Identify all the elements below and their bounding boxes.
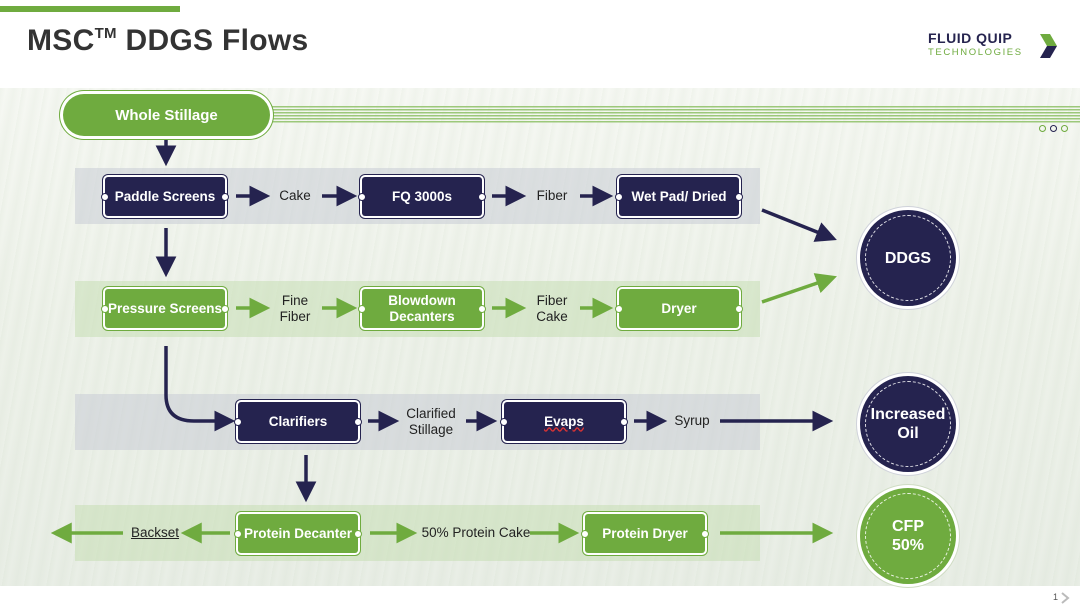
blowdown-decanters-node: Blowdown Decanters	[358, 289, 486, 328]
logo-line1: FLUID QUIP	[928, 30, 1013, 46]
page-number: 1	[1052, 592, 1058, 602]
pressure-screens-node: Pressure Screens	[101, 289, 229, 328]
evaps-node: Evaps	[500, 402, 628, 441]
cake-label: Cake	[279, 188, 311, 203]
logo-chevron-icon	[1040, 34, 1057, 58]
backset-label: Backset	[130, 525, 180, 540]
fine-fiber-label: Fine Fiber	[279, 293, 311, 324]
page-title: MSCTM DDGS Flows	[27, 24, 309, 57]
paddle-screens-node: Paddle Screens	[101, 177, 229, 216]
protein-cake-label: 50% Protein Cake	[421, 525, 531, 540]
top-accent-bar	[0, 6, 180, 12]
ddgs-output: DDGS	[860, 210, 956, 306]
protein-decanter-node: Protein Decanter	[234, 514, 362, 553]
page-chevron-icon	[1061, 592, 1070, 604]
fiber-label: Fiber	[536, 188, 568, 203]
syrup-label: Syrup	[674, 413, 710, 428]
fq3000s-node: FQ 3000s	[358, 177, 486, 216]
logo-line2: TECHNOLOGIES	[928, 47, 1023, 58]
whole-stillage-node: Whole Stillage	[63, 94, 270, 136]
dryer-node: Dryer	[615, 289, 743, 328]
clarifiers-node: Clarifiers	[234, 402, 362, 441]
cfp-output: CFP 50%	[860, 488, 956, 584]
fiber-cake-label: Fiber Cake	[536, 293, 568, 324]
wet-pad-dried-node: Wet Pad/ Dried	[615, 177, 743, 216]
clarified-stillage-label: Clarified Stillage	[406, 406, 456, 437]
protein-dryer-node: Protein Dryer	[581, 514, 709, 553]
company-logo: FLUID QUIP TECHNOLOGIES	[928, 30, 1058, 62]
increased-oil-output: Increased Oil	[860, 376, 956, 472]
slide-dots	[1039, 125, 1068, 132]
decorative-stripes	[272, 106, 1080, 124]
